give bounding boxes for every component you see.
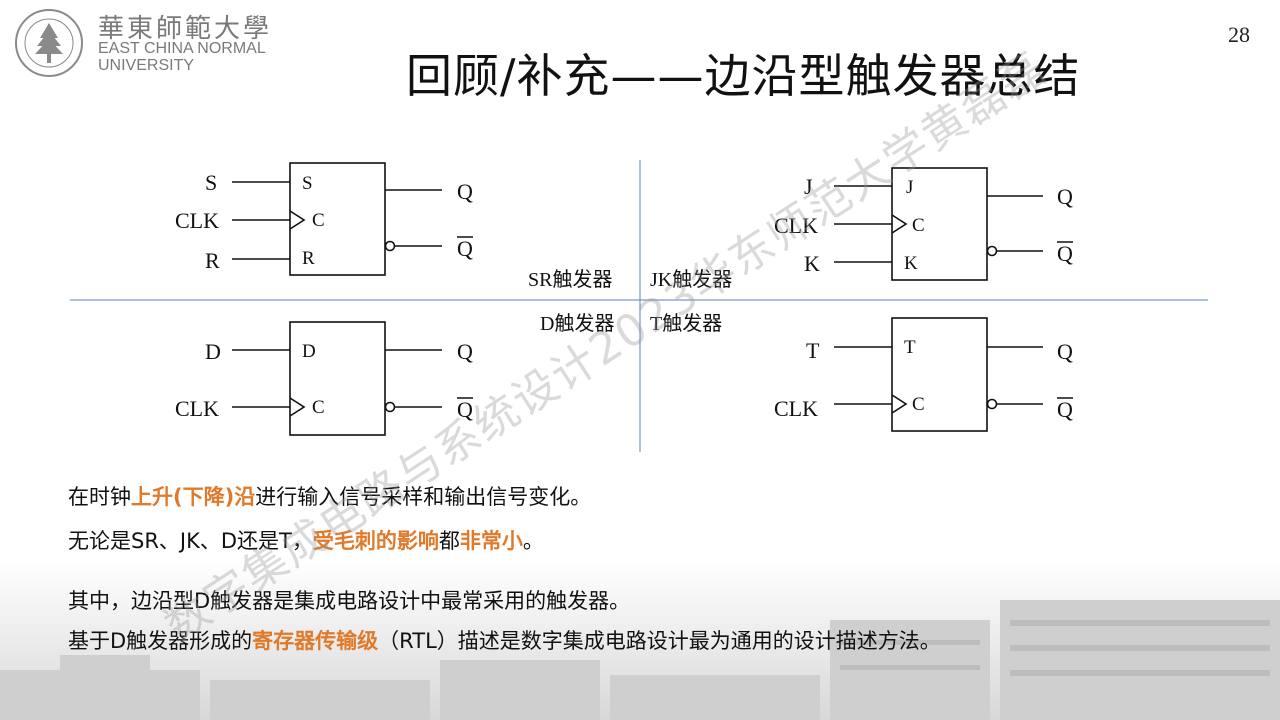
body-line-4-text-b: （RTL）描述是数字集成电路设计最为通用的设计描述方法。 xyxy=(378,629,941,653)
body-line-2-highlight-b: 非常小 xyxy=(459,529,523,553)
jk-pin-k: K xyxy=(904,253,918,274)
body-line-3-text: 其中，边沿型D触发器是集成电路设计中最常采用的触发器。 xyxy=(68,589,631,613)
university-name-en: EAST CHINA NORMAL UNIVERSITY xyxy=(98,40,266,74)
jk-input-k-label: K xyxy=(804,251,820,276)
sr-input-s-label: S xyxy=(205,170,217,195)
jk-pin-j: J xyxy=(906,177,913,198)
body-line-2-text-b: 都 xyxy=(438,529,460,553)
sr-flip-flop xyxy=(232,162,442,276)
body-line-2: 无论是SR、JK、D还是T，受毛刺的影响都非常小。 xyxy=(68,525,544,555)
t-pin-c: C xyxy=(912,394,925,415)
university-name-cn: 華東師範大學 xyxy=(98,14,273,44)
sr-pin-c: C xyxy=(312,210,325,231)
sr-input-clk-label: CLK xyxy=(175,208,219,233)
t-input-t-label: T xyxy=(806,338,820,363)
t-input-clk-label: CLK xyxy=(774,396,818,421)
sr-input-r-label: R xyxy=(205,248,220,273)
jk-flip-flop xyxy=(834,167,1043,281)
d-caption: D触发器 xyxy=(540,312,614,335)
body-line-2-text-c: 。 xyxy=(522,529,544,553)
jk-output-q: Q xyxy=(1057,184,1073,209)
sr-caption: SR触发器 xyxy=(528,268,612,291)
t-pin-t: T xyxy=(904,337,916,358)
t-caption: T触发器 xyxy=(650,312,722,335)
d-pin-d: D xyxy=(302,341,316,362)
university-logo xyxy=(15,9,83,77)
jk-input-clk-label: CLK xyxy=(774,213,818,238)
d-input-clk-label: CLK xyxy=(175,396,219,421)
jk-pin-c: C xyxy=(912,215,925,236)
body-line-1: 在时钟上升(下降)沿进行输入信号采样和输出信号变化。 xyxy=(68,481,591,511)
sr-pin-r: R xyxy=(302,248,315,269)
body-line-4: 基于D触发器形成的寄存器传输级（RTL）描述是数字集成电路设计最为通用的设计描述… xyxy=(68,625,941,655)
t-flip-flop xyxy=(834,317,1043,432)
body-line-1-text-b: 进行输入信号采样和输出信号变化。 xyxy=(255,485,592,509)
d-flip-flop xyxy=(232,321,442,436)
body-line-1-text-a: 在时钟 xyxy=(68,485,131,509)
body-line-1-highlight: 上升(下降)沿 xyxy=(131,485,256,509)
body-line-3: 其中，边沿型D触发器是集成电路设计中最常采用的触发器。 xyxy=(68,585,630,615)
d-output-qbar: Q xyxy=(457,397,473,422)
body-line-4-text-a: 基于D触发器形成的 xyxy=(68,629,253,653)
university-name-en-line2: UNIVERSITY xyxy=(98,57,195,74)
sr-output-q: Q xyxy=(457,179,473,204)
body-line-2-highlight-a: 受毛刺的影响 xyxy=(312,529,439,553)
jk-caption: JK触发器 xyxy=(650,268,732,291)
d-pin-c: C xyxy=(312,397,325,418)
t-output-q: Q xyxy=(1057,339,1073,364)
sr-pin-s: S xyxy=(302,173,313,194)
university-name-en-line1: EAST CHINA NORMAL xyxy=(98,40,266,57)
campus-background-image xyxy=(0,560,1280,720)
d-input-d-label: D xyxy=(205,339,221,364)
d-output-q: Q xyxy=(457,339,473,364)
page-number: 28 xyxy=(1228,22,1250,47)
t-output-qbar: Q xyxy=(1057,397,1073,422)
jk-input-j-label: J xyxy=(804,174,813,199)
jk-output-qbar: Q xyxy=(1057,241,1073,266)
body-line-2-text-a: 无论是SR、JK、D还是T， xyxy=(68,529,313,553)
body-line-4-highlight: 寄存器传输级 xyxy=(252,629,379,653)
slide-title: 回顾/补充——边沿型触发器总结 xyxy=(406,49,1081,103)
sr-output-qbar: Q xyxy=(457,236,473,261)
